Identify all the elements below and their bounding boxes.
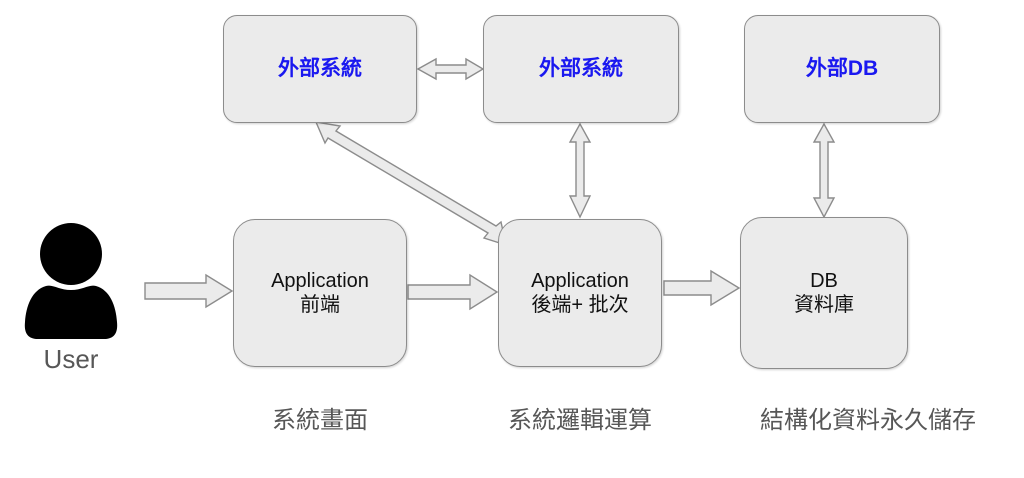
- node-external-db-label: 外部DB: [805, 57, 879, 81]
- node-external-system-2[interactable]: 外部系統: [483, 15, 679, 123]
- arrow-external-system-1-to-external-system-2: [416, 57, 485, 81]
- node-application-backend[interactable]: Application 後端+ 批次: [498, 219, 662, 367]
- user-label: User: [43, 344, 99, 374]
- node-external-system-1-label: 外部系統: [278, 57, 362, 81]
- caption-frontend: 系統畫面: [272, 407, 368, 434]
- node-application-backend-line2: 後端+ 批次: [531, 294, 629, 316]
- caption-database: 結構化資料永久儲存: [760, 407, 976, 434]
- node-application-frontend-line2: 前端: [300, 294, 340, 316]
- node-database-line1: DB: [810, 269, 838, 292]
- arrow-backend-to-database: [663, 269, 741, 307]
- caption-backend: 系統邏輯運算: [508, 407, 652, 434]
- user-actor: User: [18, 218, 124, 383]
- node-external-db[interactable]: 外部DB: [744, 15, 940, 123]
- arrow-backend-to-external-system-2: [568, 122, 592, 219]
- arrow-database-to-external-db: [812, 122, 836, 219]
- node-database-line2: 資料庫: [794, 294, 854, 316]
- node-application-frontend[interactable]: Application 前端: [233, 219, 407, 367]
- arrow-user-to-frontend: [144, 273, 234, 309]
- user-person-icon: [24, 223, 118, 339]
- node-application-frontend-line1: Application: [271, 269, 369, 292]
- arrow-frontend-to-backend: [407, 273, 499, 311]
- node-application-backend-line1: Application: [531, 269, 629, 292]
- node-external-system-2-label: 外部系統: [539, 57, 623, 81]
- node-external-system-1[interactable]: 外部系統: [223, 15, 417, 123]
- node-database[interactable]: DB 資料庫: [740, 217, 908, 369]
